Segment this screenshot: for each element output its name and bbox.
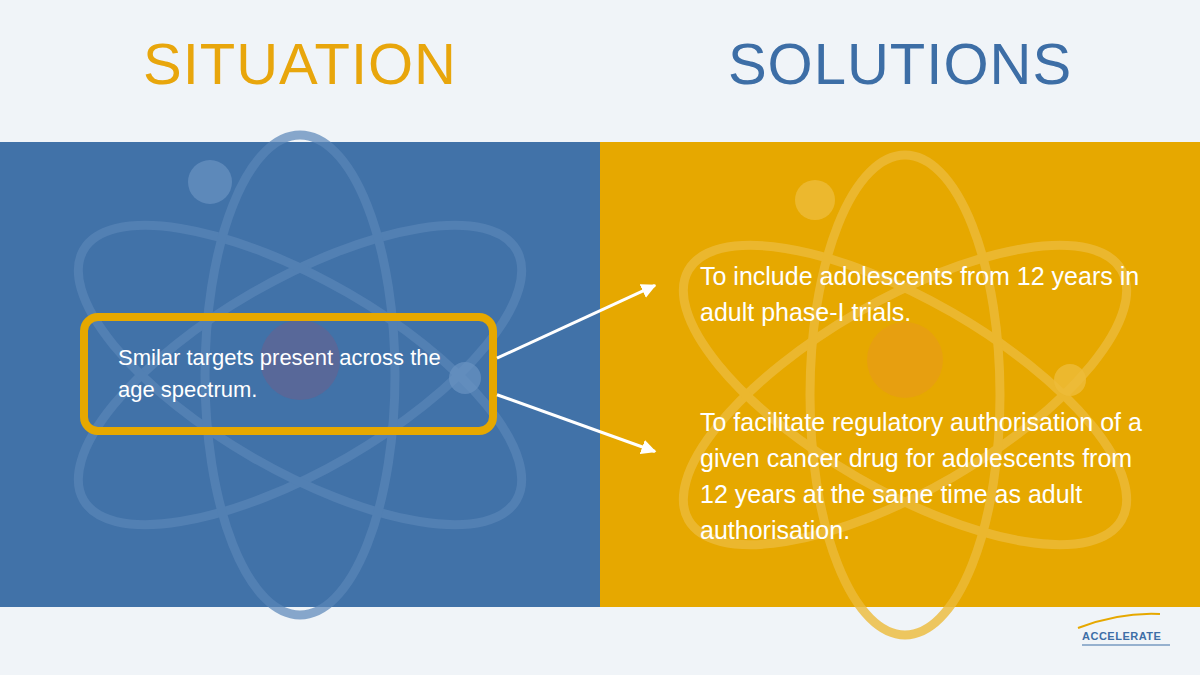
node-text: To include adolescents from 12 years in … bbox=[700, 258, 1155, 330]
atom-electron bbox=[1054, 364, 1086, 396]
atom-electron bbox=[795, 180, 835, 220]
node-text: Smilar targets present across the age sp… bbox=[118, 342, 469, 406]
situation-box: Smilar targets present across the age sp… bbox=[80, 313, 497, 435]
situation-panel: SITUATIONSmilar targets present across t… bbox=[0, 142, 600, 607]
section-heading: SITUATION bbox=[0, 30, 600, 97]
logo-text: ACCELERATE bbox=[1082, 630, 1161, 642]
atom-electron bbox=[188, 160, 232, 204]
solution-text: To facilitate regulatory authorisation o… bbox=[655, 404, 1165, 548]
solution-text: To include adolescents from 12 years in … bbox=[655, 258, 1155, 330]
logo-rule bbox=[1082, 645, 1170, 646]
solutions-panel: SOLUTIONSTo include adolescents from 12 … bbox=[600, 142, 1200, 607]
atom-symbol bbox=[36, 135, 564, 615]
atom-electron bbox=[449, 362, 481, 394]
section-heading: SOLUTIONS bbox=[600, 30, 1200, 97]
logo-swoosh bbox=[1078, 614, 1160, 628]
atom-symbol bbox=[641, 155, 1169, 635]
panel-fill bbox=[600, 142, 1200, 607]
panel-fill bbox=[0, 142, 600, 607]
arrow-connector bbox=[497, 395, 655, 452]
atom-nucleus bbox=[867, 322, 943, 398]
node-text: To facilitate regulatory authorisation o… bbox=[700, 404, 1165, 548]
arrow-connector bbox=[497, 285, 655, 358]
